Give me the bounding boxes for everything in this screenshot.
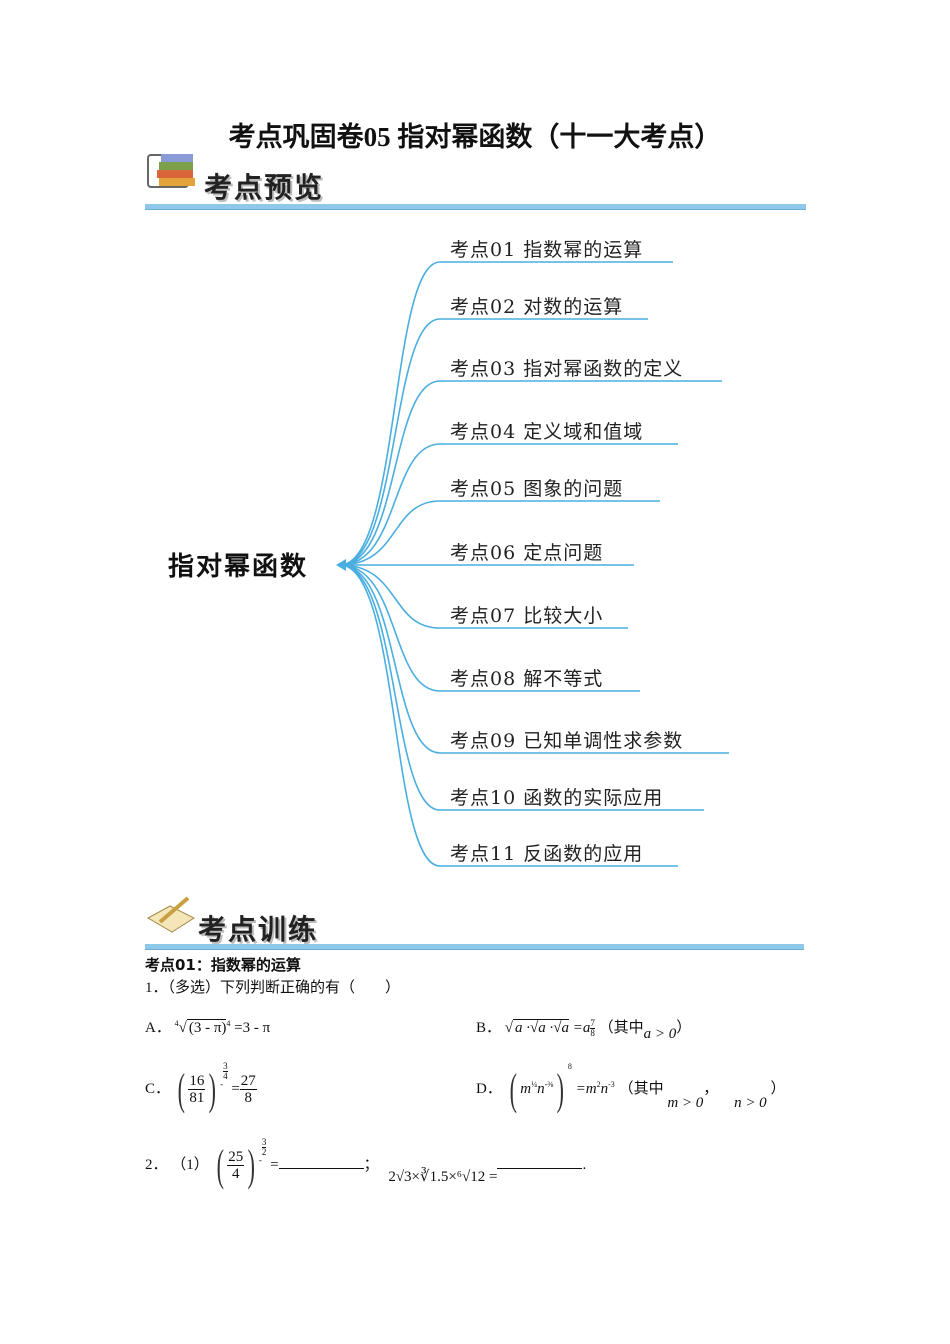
mindmap-branch [339, 564, 640, 692]
answer-blank[interactable] [497, 1168, 583, 1169]
cond: （其中 [618, 1081, 664, 1097]
mindmap-branch [339, 564, 704, 811]
mindmap-branch [339, 564, 678, 867]
exp-den: 8 [590, 1028, 595, 1038]
exp-num: 3 [223, 1061, 228, 1072]
exp-num: 3 [261, 1137, 267, 1148]
cond-n: n > 0 [734, 1095, 767, 1111]
mindmap-branch [339, 380, 722, 566]
close-paren: ） [770, 1081, 786, 1097]
expr: a ·√a ·√a [513, 1019, 569, 1036]
mindmap-node [336, 559, 346, 571]
mindmap-item: 考点04 定义域和值域 [450, 421, 644, 443]
option-label: A． [145, 1020, 171, 1036]
option-label: B． [476, 1020, 502, 1036]
option-a: A． 4√(3 - π)4 =3 - π [145, 1019, 271, 1036]
cond-var: a > 0 [643, 1026, 677, 1042]
cond: （其中 [598, 1020, 644, 1036]
den: 4 [231, 1166, 240, 1183]
open-book-pencil-icon [146, 896, 196, 933]
mindmap-branch [339, 564, 729, 754]
mindmap-branch [339, 564, 628, 629]
num: 27 [239, 1072, 257, 1091]
mindmap-item: 考点05 图象的问题 [450, 478, 624, 500]
exp-den: 4 [223, 1071, 228, 1081]
num: 16 [188, 1072, 206, 1091]
option-label: D． [476, 1081, 502, 1097]
answer-blank[interactable] [278, 1168, 364, 1169]
num: 25 [227, 1148, 245, 1167]
mindmap-item: 考点11 反函数的应用 [450, 843, 644, 865]
question-1-stem: 1．（多选）下列判断正确的有（ ） [145, 980, 401, 996]
den: 8 [244, 1090, 253, 1107]
expr-rhs: =a [572, 1020, 591, 1036]
mindmap-branches [336, 261, 729, 867]
part-label: （1） [171, 1157, 209, 1173]
mindmap-item: 考点09 已知单调性求参数 [450, 730, 684, 752]
section-heading-preview: 考点预览 [204, 171, 325, 204]
expr-rhs: =m [575, 1081, 597, 1097]
section-heading-training: 考点训练 [198, 913, 319, 946]
topic-heading: 考点01：指数幂的运算 [145, 956, 301, 974]
den: 81 [189, 1090, 205, 1107]
books-icon [147, 154, 195, 188]
mindmap-branch [339, 261, 673, 566]
mindmap-item: 考点08 解不等式 [450, 668, 604, 690]
mindmap-branch [339, 318, 648, 566]
mindmap-item: 考点10 函数的实际应用 [450, 787, 664, 809]
mindmap-branch [339, 500, 660, 566]
expr: (3 - π) [186, 1019, 227, 1036]
option-label: C． [145, 1081, 171, 1097]
section-divider [145, 204, 806, 210]
mindmap-item: 考点06 定点问题 [450, 542, 604, 564]
option-d: D． (m¼n-⅜)8 =m2n-3 （其中 m > 0， n > 0 ） [476, 1062, 786, 1115]
exp-den: 2 [261, 1147, 267, 1157]
section-divider [145, 944, 804, 950]
close-paren: ） [676, 1020, 692, 1036]
mindmap-branch [339, 443, 678, 566]
mindmap-item: 考点03 指对幂函数的定义 [450, 358, 684, 380]
mindmap-item: 考点07 比较大小 [450, 605, 604, 627]
question-label: 2． [145, 1157, 168, 1173]
expr-2: 2√3×∛1.5×⁶√12 = [388, 1169, 498, 1185]
expr-rhs: =3 - π [234, 1020, 271, 1036]
exp-num: 7 [590, 1018, 595, 1029]
mindmap-center: 指对幂函数 [168, 552, 309, 582]
document-title: 考点巩固卷05 指对幂函数（十一大考点） [228, 122, 722, 152]
mindmap-item: 考点01 指数幂的运算 [450, 239, 644, 261]
cond-m: m > 0 [667, 1095, 704, 1111]
mindmap-item: 考点02 对数的运算 [450, 296, 624, 318]
